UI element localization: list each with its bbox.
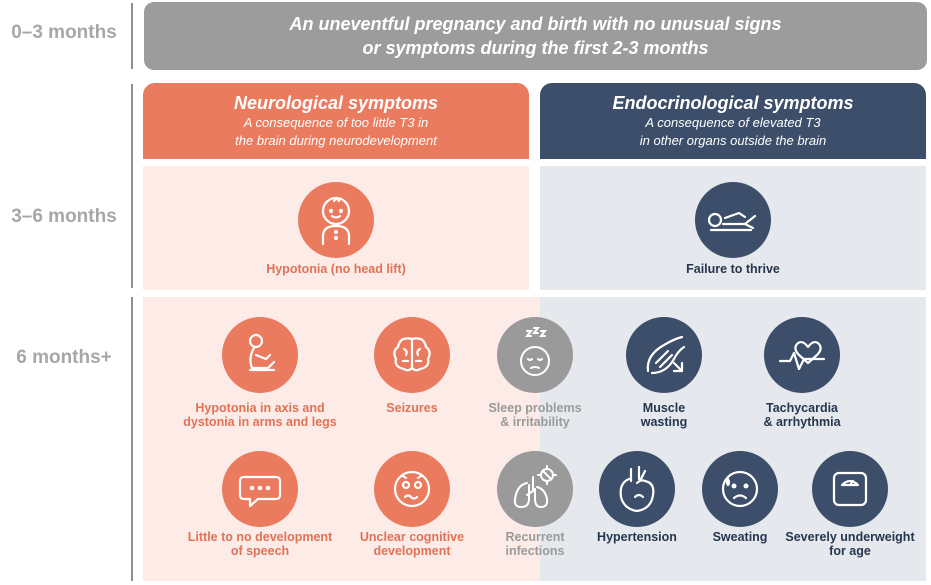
sweating-face-icon xyxy=(702,451,778,527)
label-underweight-1: Severely underweight xyxy=(785,530,915,544)
time-label-0-3: 0–3 months xyxy=(11,22,117,43)
sleeping-face-icon xyxy=(497,317,573,393)
endocrinological-subtitle-2: in other organs outside the brain xyxy=(639,133,827,148)
label-cognitive-1: Unclear cognitive xyxy=(359,530,465,544)
label-muscle-wasting-1: Muscle xyxy=(642,401,686,415)
banner-line-1: An uneventful pregnancy and birth with n… xyxy=(289,14,782,34)
heart-icon xyxy=(599,451,675,527)
timeline-bar-2 xyxy=(131,84,133,288)
endocrinological-title: Endocrinological symptoms xyxy=(612,93,854,113)
endocrinological-header: Endocrinological symptoms A consequence … xyxy=(540,83,926,159)
intro-banner: An uneventful pregnancy and birth with n… xyxy=(144,2,927,70)
label-muscle-wasting-2: wasting xyxy=(640,415,688,429)
label-sleep-problems-1: Sleep problems xyxy=(488,401,582,415)
label-hypotonia-no-head-lift: Hypotonia (no head lift) xyxy=(266,262,406,276)
neuro-panel-6-plus xyxy=(143,297,540,581)
baby-face-icon xyxy=(298,182,374,258)
banner-line-2: or symptoms during the first 2-3 months xyxy=(362,38,709,58)
confused-face-icon xyxy=(374,451,450,527)
label-infections-2: infections xyxy=(505,544,565,558)
label-sleep-problems-2: & irritability xyxy=(500,415,570,429)
label-infections-1: Recurrent xyxy=(505,530,565,544)
lungs-virus-icon xyxy=(497,451,573,527)
label-underweight-2: for age xyxy=(829,544,871,558)
label-speech-1: Little to no development xyxy=(187,530,333,544)
neurological-subtitle-2: the brain during neurodevelopment xyxy=(235,133,437,148)
neurological-subtitle-1: A consequence of too little T3 in xyxy=(243,115,429,130)
infant-lying-icon xyxy=(695,182,771,258)
neurological-header: Neurological symptoms A consequence of t… xyxy=(143,83,529,159)
endocrinological-subtitle-1: A consequence of elevated T3 xyxy=(645,115,821,130)
label-tachycardia-1: Tachycardia xyxy=(765,401,839,415)
time-label-6-plus: 6 months+ xyxy=(16,347,112,368)
speech-bubble-icon xyxy=(222,451,298,527)
timeline-bar-3 xyxy=(131,297,133,581)
label-seizures: Seizures xyxy=(386,401,438,415)
time-label-3-6: 3–6 months xyxy=(11,206,117,227)
label-hypotonia-axis-1: Hypotonia in axis and xyxy=(195,401,325,415)
endo-panel-6-plus xyxy=(540,297,926,581)
label-tachycardia-2: & arrhythmia xyxy=(763,415,841,429)
label-hypertension: Hypertension xyxy=(597,530,677,544)
label-cognitive-2: development xyxy=(373,544,451,558)
label-speech-2: of speech xyxy=(230,544,290,558)
label-sweating: Sweating xyxy=(712,530,768,544)
label-failure-to-thrive: Failure to thrive xyxy=(686,262,780,276)
heart-pulse-icon xyxy=(764,317,840,393)
sitting-child-icon xyxy=(222,317,298,393)
brain-icon xyxy=(374,317,450,393)
label-hypotonia-axis-2: dystonia in arms and legs xyxy=(183,415,337,429)
timeline-bar-1 xyxy=(131,3,133,69)
neurological-title: Neurological symptoms xyxy=(233,93,439,113)
muscle-icon xyxy=(626,317,702,393)
scale-icon xyxy=(812,451,888,527)
